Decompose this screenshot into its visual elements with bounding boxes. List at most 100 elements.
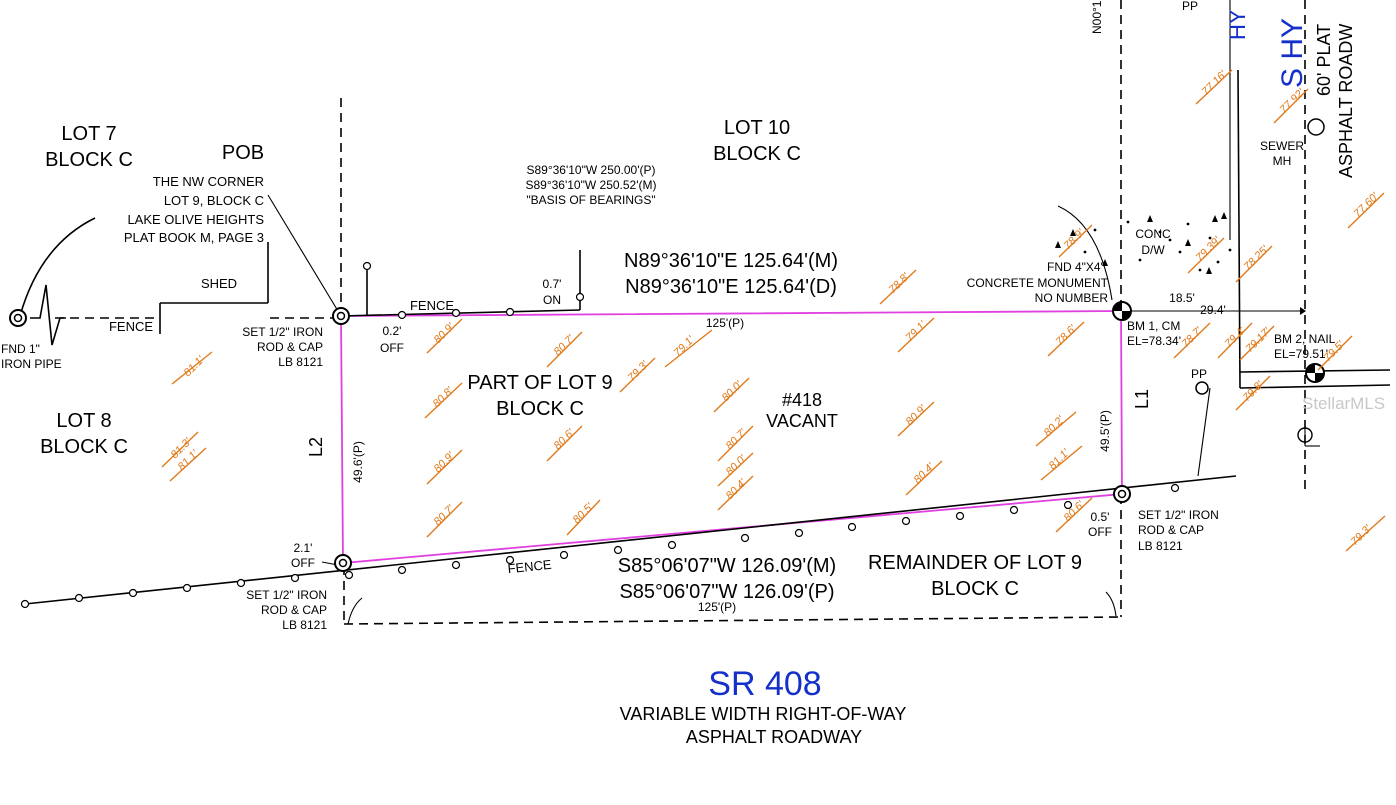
svg-text:79.39': 79.39' xyxy=(1194,234,1224,264)
svg-text:78.25': 78.25' xyxy=(1242,243,1272,273)
svg-text:BM 1, CM: BM 1, CM xyxy=(1127,319,1180,333)
concrete-monument xyxy=(1112,301,1132,321)
sewer-manhole-icon xyxy=(1307,118,1325,136)
line-l2-label: L2 xyxy=(306,437,326,457)
svg-text:81.1': 81.1' xyxy=(182,353,208,379)
pob-line-4: PLAT BOOK M, PAGE 3 xyxy=(124,230,264,245)
svg-text:0.5': 0.5' xyxy=(1091,510,1110,524)
svg-text:80.4': 80.4' xyxy=(724,476,750,502)
part-lot9-block: BLOCK C xyxy=(496,398,584,420)
iron-rod-nw xyxy=(332,307,350,325)
svg-text:77.92': 77.92' xyxy=(1278,86,1308,116)
svg-text:SET 1/2" IRON: SET 1/2" IRON xyxy=(1138,508,1219,522)
svg-text:77.60': 77.60' xyxy=(1352,190,1382,220)
svg-text:ON: ON xyxy=(543,293,561,307)
fence-south-label: FENCE xyxy=(507,557,553,577)
svg-text:79.17': 79.17' xyxy=(1244,325,1274,355)
svg-text:EL=79.51': EL=79.51' xyxy=(1274,347,1328,361)
svg-text:N00°1: N00°1 xyxy=(1090,0,1104,34)
south-bearing-plat: S85°06'07"W 126.09'(P) xyxy=(619,581,834,603)
lot-lines xyxy=(55,0,1122,625)
svg-text:PP: PP xyxy=(1182,0,1198,13)
part-lot9-label: PART OF LOT 9 xyxy=(467,372,612,394)
centerline-symbol xyxy=(1297,424,1320,447)
iron-rod-se xyxy=(1113,485,1131,503)
svg-text:80.9': 80.9' xyxy=(432,320,458,346)
lot10-label: LOT 10 xyxy=(724,117,790,139)
fence-lines xyxy=(19,194,1306,625)
south-plat-distance: 125'(P) xyxy=(698,600,736,614)
svg-text:PP: PP xyxy=(1191,367,1207,381)
svg-text:80.9': 80.9' xyxy=(904,402,930,428)
svg-text:MH: MH xyxy=(1273,154,1292,168)
address-status: VACANT xyxy=(766,411,838,431)
svg-text:80.6': 80.6' xyxy=(552,426,578,452)
svg-text:80.0': 80.0' xyxy=(720,378,746,404)
svg-text:29.4': 29.4' xyxy=(1200,303,1226,317)
concrete-driveway-hatch xyxy=(1055,212,1232,274)
pob-line-1: THE NW CORNER xyxy=(153,174,264,189)
north-plat-distance: 125'(P) xyxy=(706,316,744,330)
svg-text:OFF: OFF xyxy=(380,341,404,355)
svg-text:EL=78.34': EL=78.34' xyxy=(1127,334,1181,348)
svg-text:CONC: CONC xyxy=(1135,227,1171,241)
svg-text:80.5': 80.5' xyxy=(571,500,597,526)
west-distance: 49.6'(P) xyxy=(351,441,365,483)
north-bearing-deed: N89°36'10"E 125.64'(D) xyxy=(625,276,837,298)
svg-text:81.1': 81.1' xyxy=(1047,446,1073,472)
svg-text:FND 1": FND 1" xyxy=(1,342,40,356)
svg-text:LB 8121: LB 8121 xyxy=(1138,539,1183,553)
svg-text:FND 4"X4": FND 4"X4" xyxy=(1047,260,1105,274)
east-distance: 49.5'(P) xyxy=(1098,410,1112,452)
svg-text:79.3': 79.3' xyxy=(626,358,652,384)
road-lines xyxy=(1229,0,1391,495)
power-pole-icon xyxy=(1195,381,1209,395)
lot8-label: LOT 8 xyxy=(56,410,111,432)
shed-label: SHED xyxy=(201,276,237,291)
svg-text:80.4': 80.4' xyxy=(912,460,938,486)
svg-text:LB 8121: LB 8121 xyxy=(282,618,327,632)
iron-pipe-fnd xyxy=(9,309,27,327)
svg-text:79.1': 79.1' xyxy=(672,333,698,359)
svg-text:78.8': 78.8' xyxy=(887,270,913,296)
line-l1-label: L1 xyxy=(1132,389,1152,409)
svg-text:ROD & CAP: ROD & CAP xyxy=(1138,523,1204,537)
watermark: StellarMLS xyxy=(1302,394,1385,413)
svg-text:ROD & CAP: ROD & CAP xyxy=(257,340,323,354)
svg-text:CONCRETE MONUMENT: CONCRETE MONUMENT xyxy=(967,276,1109,290)
svg-text:80.8': 80.8' xyxy=(431,384,457,410)
sr408-title: SR 408 xyxy=(708,665,821,703)
svg-text:80.9': 80.9' xyxy=(432,449,458,475)
svg-text:60' PLAT: 60' PLAT xyxy=(1314,24,1334,96)
svg-text:80.7': 80.7' xyxy=(432,502,458,528)
svg-text:79.8': 79.8' xyxy=(1241,378,1267,404)
pob-callout: POB THE NW CORNER LOT 9, BLOCK C LAKE OL… xyxy=(124,142,264,245)
fence-west-label: FENCE xyxy=(109,319,153,334)
pob-line-2: LOT 9, BLOCK C xyxy=(164,193,264,208)
north-bearing-measured: N89°36'10"E 125.64'(M) xyxy=(624,250,838,272)
notes: SHED FENCE FENCE FENCE 0.2' OFF 0.7' ON … xyxy=(1,0,1336,632)
svg-text:S89°36'10"W 250.52'(M): S89°36'10"W 250.52'(M) xyxy=(525,178,656,192)
svg-text:77.16': 77.16' xyxy=(1200,68,1230,98)
lot7-block: BLOCK C xyxy=(45,149,133,171)
svg-text:79.1': 79.1' xyxy=(904,318,930,344)
pob-line-3: LAKE OLIVE HEIGHTS xyxy=(127,212,264,227)
svg-text:80.7': 80.7' xyxy=(724,426,750,452)
svg-text:78.9': 78.9' xyxy=(1062,226,1088,252)
south-bearing-measured: S85°06'07"W 126.09'(M) xyxy=(618,555,836,577)
svg-text:78.6': 78.6' xyxy=(1054,322,1080,348)
fence-north-label: FENCE xyxy=(410,298,454,313)
pob-title: POB xyxy=(222,142,264,164)
svg-text:ASPHALT ROADW: ASPHALT ROADW xyxy=(1336,24,1356,178)
lot-labels: LOT 7 BLOCK C LOT 8 BLOCK C LOT 10 BLOCK… xyxy=(40,117,1082,600)
svg-text:OFF: OFF xyxy=(1088,525,1112,539)
road-labels: SR 408 VARIABLE WIDTH RIGHT-OF-WAY ASPHA… xyxy=(620,9,1356,747)
svg-text:S89°36'10"W 250.00'(P): S89°36'10"W 250.00'(P) xyxy=(526,163,655,177)
svg-text:0.7': 0.7' xyxy=(543,277,562,291)
lot7-label: LOT 7 xyxy=(61,123,116,145)
svg-text:0.2': 0.2' xyxy=(383,324,402,338)
svg-text:79.3': 79.3' xyxy=(1349,522,1375,548)
svg-text:SEWER: SEWER xyxy=(1260,139,1304,153)
svg-text:LB 8121: LB 8121 xyxy=(278,355,323,369)
svg-text:SET 1/2" IRON: SET 1/2" IRON xyxy=(242,325,323,339)
